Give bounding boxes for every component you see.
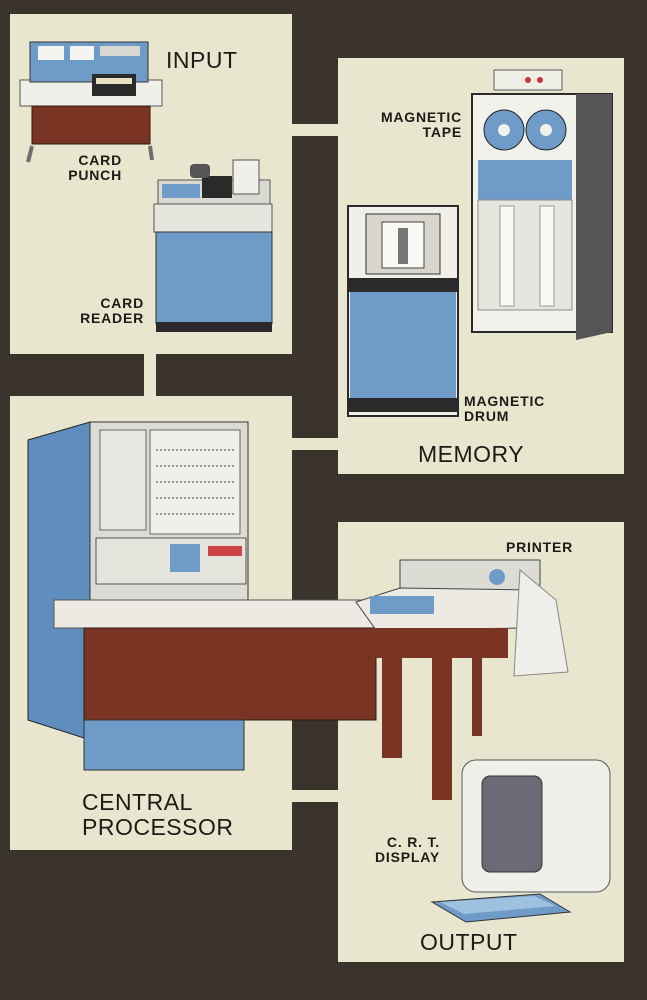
- card-punch-label: CARD PUNCH: [58, 153, 122, 182]
- card-punch-illustration: [20, 42, 162, 162]
- central-processor-illustration: [28, 422, 380, 770]
- card-reader-illustration: [154, 160, 272, 332]
- crt-display-illustration: [432, 760, 610, 922]
- magnetic-tape-illustration: [472, 70, 612, 340]
- central-processor-title: CENTRAL PROCESSOR: [82, 790, 233, 841]
- output-title: OUTPUT: [420, 930, 518, 954]
- input-title: INPUT: [166, 48, 238, 72]
- card-reader-label: CARD READER: [62, 296, 144, 325]
- printer-label: PRINTER: [506, 540, 592, 555]
- magnetic-tape-label: MAGNETIC TAPE: [346, 110, 462, 139]
- memory-title: MEMORY: [418, 442, 524, 466]
- magnetic-drum-illustration: [348, 206, 458, 416]
- crt-display-label: C. R. T. DISPLAY: [352, 835, 440, 864]
- magnetic-drum-label: MAGNETIC DRUM: [464, 394, 574, 423]
